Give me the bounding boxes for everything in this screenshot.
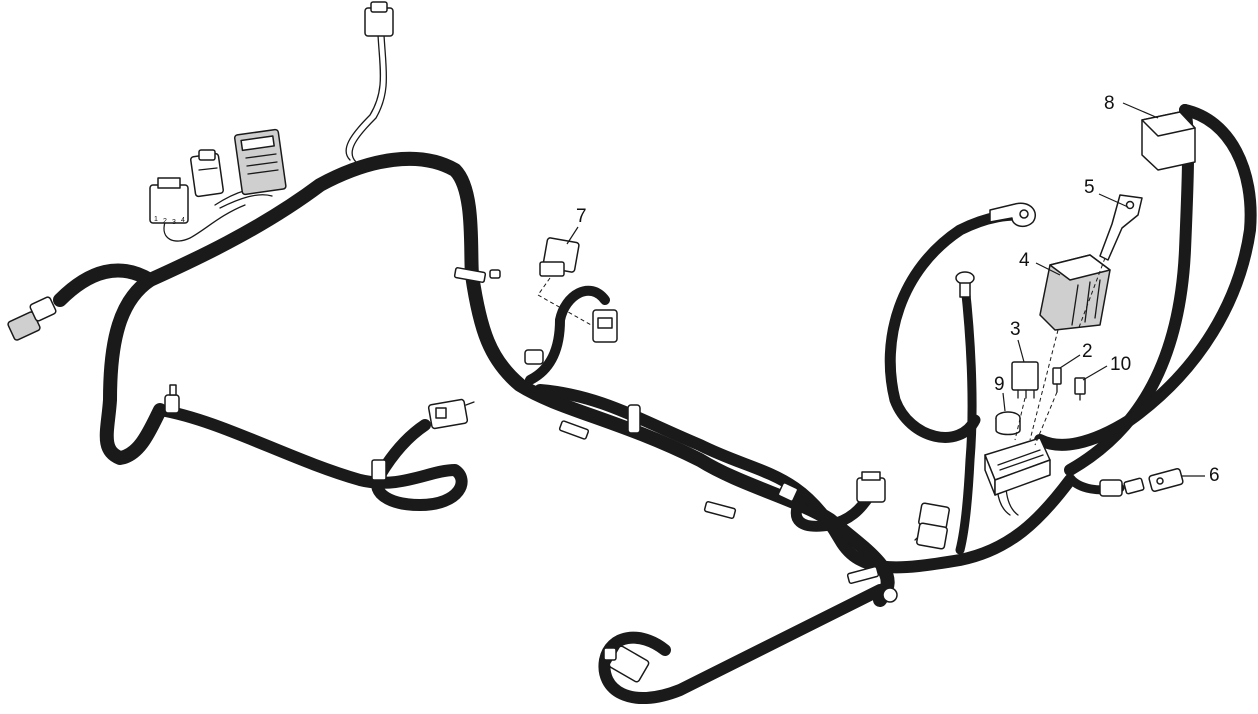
callout-10: 10 [1082,354,1131,381]
explode-guide-lines [1014,257,1106,446]
ring-terminal [989,202,1036,228]
connector-item-7-mate [592,309,618,343]
part-9-seal-ring [995,411,1021,436]
part-3-relay [1011,361,1039,399]
connector-pair-bottom [916,502,950,550]
main-harness-trunk [53,104,1257,705]
relay-block-base [984,437,1051,496]
callout-2-label: 2 [1082,341,1093,362]
pin-4-label: 4 [181,217,185,224]
callout-9-label: 9 [994,374,1005,395]
callout-3: 3 [1010,319,1025,363]
callout-5: 5 [1084,177,1129,208]
part-4-relay-housing [1039,254,1111,331]
callout-5-label: 5 [1084,177,1095,198]
part-10-terminal [1074,377,1086,401]
callout-4-label: 4 [1019,250,1030,271]
part-2-terminal [1052,367,1062,393]
harness-clips [164,267,1123,603]
connector-four-pin: 1 2 3 4 [149,177,189,226]
callout-7-label: 7 [576,206,587,227]
part-5-bracket [1099,194,1143,261]
callout-2: 2 [1059,341,1093,369]
callout-6: 6 [1182,465,1220,486]
part-8-cover [1141,111,1196,171]
callout-8-label: 8 [1104,93,1115,114]
callout-4: 4 [1019,250,1061,276]
callout-3-label: 3 [1010,319,1021,340]
connector-top-center [364,1,394,37]
part-6-inline-fuse [1123,468,1184,495]
connector-center-right [856,471,886,503]
callout-8: 8 [1104,93,1159,119]
stud-grommet [955,271,975,298]
connector-lower-left [427,398,475,430]
connector-multipin-large [233,128,287,196]
pin-2-label: 2 [163,218,167,225]
connector-far-left [7,296,57,341]
connector-bottom-loop [603,645,650,683]
connector-multipin-small [189,149,225,198]
connector-item-7 [537,237,601,331]
callout-7: 7 [566,206,587,245]
callout-6-label: 6 [1209,465,1220,486]
callout-9: 9 [994,374,1006,412]
pin-3-label: 3 [172,219,176,226]
pin-1-label: 1 [154,216,158,223]
thin-wires [31,34,1019,541]
callout-10-label: 10 [1110,354,1131,375]
